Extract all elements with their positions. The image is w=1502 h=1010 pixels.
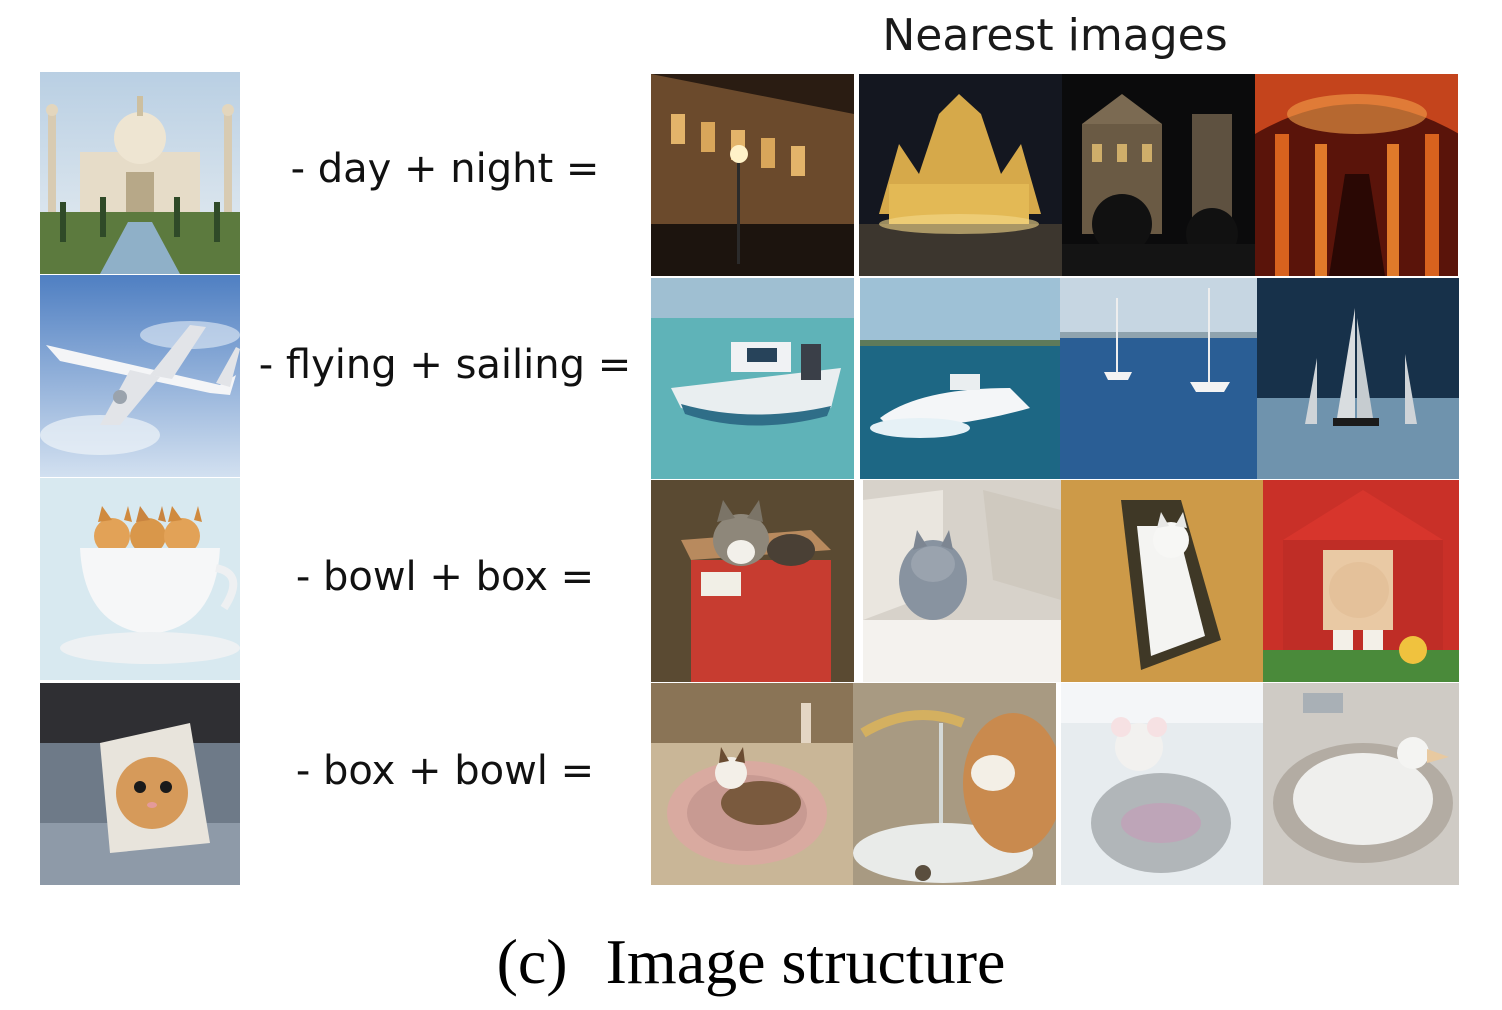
result-image-motorboat [651, 278, 854, 480]
nearest-images-heading: Nearest images [882, 10, 1228, 61]
caption-title: Image structure [605, 926, 1006, 997]
figure-caption: (c) Image structure [0, 925, 1502, 999]
query-image-kitten-paper-box [40, 683, 240, 885]
result-image-cat-toy-house [1263, 480, 1466, 682]
operation-label: - flying + sailing = [258, 342, 632, 388]
operation-label: - box + bowl = [295, 748, 595, 794]
caption-label: (c) [496, 926, 568, 997]
result-image-duck-in-sink [1263, 683, 1466, 885]
result-image-lit-cathedral [859, 74, 1062, 276]
result-image-grey-cat-box [863, 480, 1066, 682]
query-image-airplane [40, 275, 240, 477]
result-image-white-cat-box [1061, 480, 1264, 682]
result-image-two-sailboats [1060, 278, 1263, 480]
result-image-cat-in-sink [651, 683, 854, 885]
result-image-toy-glass-bowl [1061, 683, 1264, 885]
query-image-kittens-teacup [40, 478, 240, 680]
operation-label: - day + night = [290, 146, 600, 192]
operation-label: - bowl + box = [295, 554, 595, 600]
result-image-sailboats-dusk [1257, 278, 1460, 480]
result-image-cat-red-box [651, 480, 854, 682]
result-image-cat-drinking-faucet [853, 683, 1056, 885]
query-image-taj-mahal [40, 72, 240, 274]
result-image-night-street [651, 74, 854, 276]
result-image-lit-colonnade [1255, 74, 1458, 276]
result-image-night-town-hall [1062, 74, 1265, 276]
result-image-speedboat [860, 278, 1063, 480]
